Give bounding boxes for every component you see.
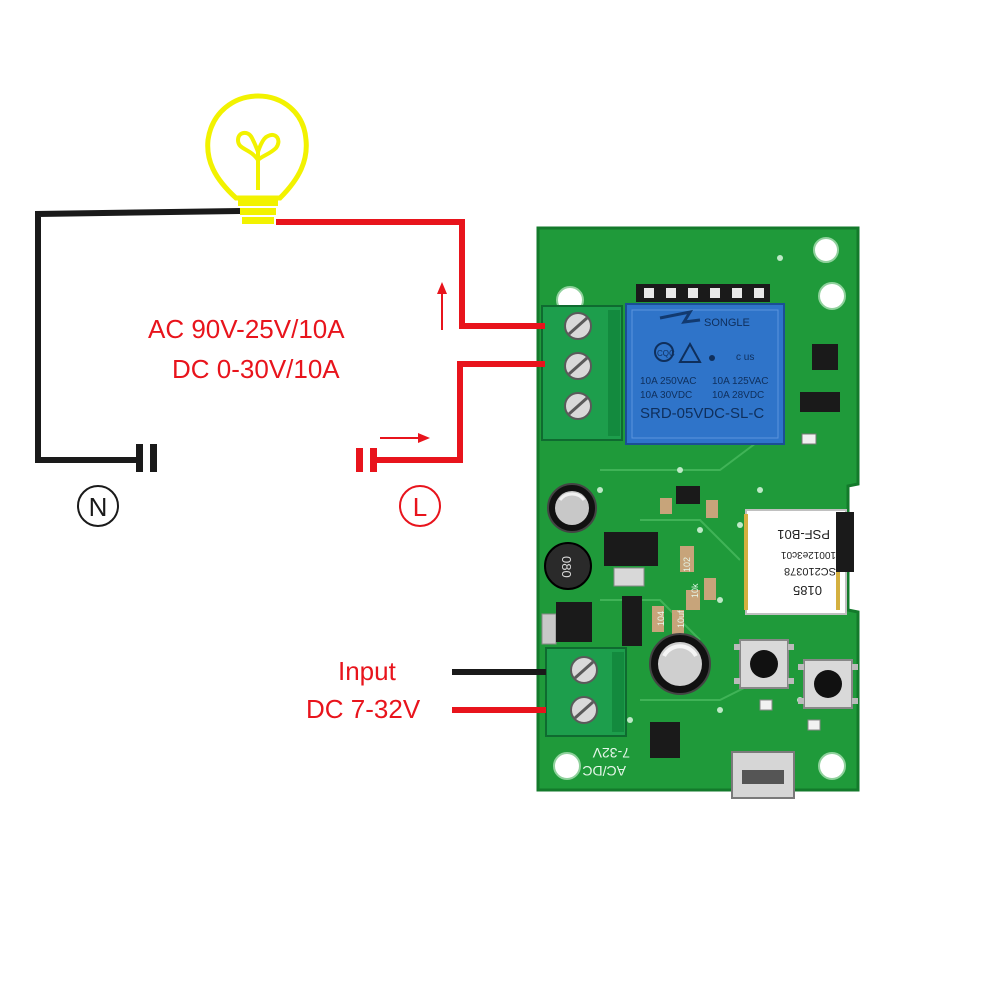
acdc-label: AC/DC — [582, 763, 626, 779]
ic-chip — [556, 602, 592, 642]
warning-triangle-icon — [678, 341, 702, 363]
mount-hole — [553, 752, 581, 780]
relay: SONGLE CQC c us 10A 250VAC 10A 125VAC 10… — [625, 303, 785, 445]
capacitor-bottom — [649, 633, 711, 695]
relay-cert: CQC — [657, 349, 675, 358]
live-label-text: L — [413, 492, 427, 522]
inductor: 080 — [544, 542, 592, 590]
neutral-terminal-label: N — [77, 485, 119, 527]
terminal-screw — [564, 392, 592, 420]
res-10k-label: 10k — [690, 583, 700, 598]
cap-104-label: 104 — [656, 611, 666, 626]
terminal-screw — [564, 312, 592, 340]
cqc-mark-icon — [654, 342, 674, 362]
relay-model: SRD-05VDC-SL-C — [640, 405, 764, 422]
arrow-right-icon — [380, 433, 430, 443]
neutral-plug-symbol — [136, 444, 157, 472]
regulator-chip — [604, 532, 658, 566]
neutral-label-text: N — [89, 492, 108, 522]
dc-rating-label: DC 0-30V/10A — [172, 354, 340, 384]
capacitor-top — [547, 483, 597, 533]
input-label: Input — [338, 656, 397, 686]
micro-usb-port[interactable] — [731, 751, 795, 799]
live-plug-symbol — [356, 448, 377, 472]
output-terminal-block — [541, 305, 623, 441]
input-voltage-label: DC 7-32V — [306, 694, 421, 724]
wiring — [35, 208, 546, 713]
mount-hole — [813, 237, 839, 263]
smd-components — [541, 344, 840, 758]
res-102-label: 102 — [682, 557, 692, 572]
live-terminal-label: L — [399, 485, 441, 527]
relay-brand: SONGLE — [704, 317, 750, 329]
pin-header — [636, 284, 770, 302]
terminal-screw — [564, 352, 592, 380]
ac-rating-label: AC 90V-25V/10A — [148, 314, 345, 344]
terminal-screw — [570, 696, 598, 724]
relay-spec-4: 10A 28VDC — [712, 390, 764, 401]
wifi-module-line-3: 10012e3c01 — [781, 549, 836, 560]
light-bulb-icon — [205, 93, 309, 224]
wifi-module-line-1: 0185 — [793, 583, 822, 598]
live-wire-load — [276, 219, 545, 329]
relay-spec-2: 10A 125VAC — [712, 376, 769, 387]
relay-spec-3: 10A 30VDC — [640, 390, 692, 401]
arrow-up-icon — [437, 282, 447, 330]
wifi-module: 0185 SC210378 10012e3c01 PSF-B01 — [744, 509, 854, 615]
cap-10uf-label: 10uf — [676, 610, 686, 628]
inductor-label: 080 — [559, 556, 574, 578]
voltage-label: 7-32V — [592, 745, 630, 761]
terminal-screw — [570, 656, 598, 684]
input-terminal-block — [545, 647, 627, 737]
wifi-module-line-2: SC210378 — [784, 565, 836, 577]
board-silkscreen: 102 10k 104 10uf 7-32V AC/DC — [582, 557, 700, 779]
relay-ul: c us — [736, 352, 754, 363]
push-button-2[interactable] — [798, 659, 858, 709]
neutral-wire — [35, 208, 241, 463]
live-wire-supply — [376, 361, 545, 463]
mount-hole — [818, 282, 846, 310]
wifi-module-line-4: PSF-B01 — [777, 527, 830, 542]
relay-spec-1: 10A 250VAC — [640, 376, 697, 387]
push-button-1[interactable] — [734, 639, 794, 689]
mount-hole — [818, 752, 846, 780]
